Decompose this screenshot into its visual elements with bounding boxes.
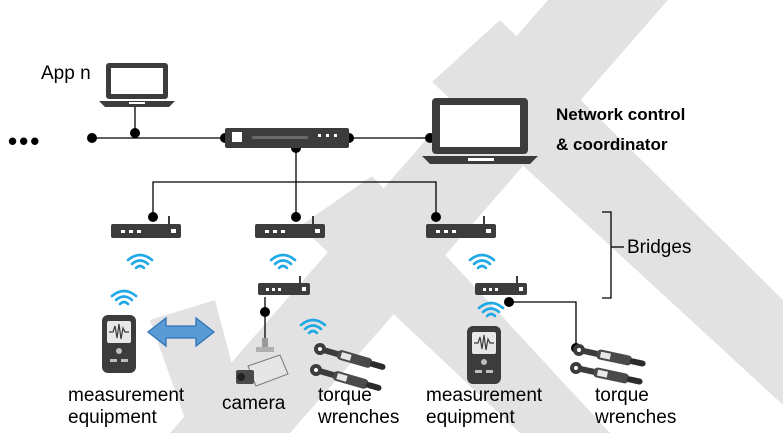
measurement-label: measurement <box>68 385 185 406</box>
watermark <box>150 0 783 433</box>
network-wiring <box>92 106 624 348</box>
bridge-icon <box>111 216 181 238</box>
wrenches-label: wrenches <box>595 407 677 428</box>
network-control-label: Network control <box>556 105 686 124</box>
measurement-label: measurement <box>426 385 543 406</box>
camera-icon <box>236 338 289 387</box>
meter-icon <box>466 325 502 385</box>
wrenches-label: wrenches <box>318 407 400 428</box>
equipment-label: equipment <box>426 407 515 428</box>
app-n-label: App n <box>41 63 91 84</box>
torque-label: torque <box>595 385 649 406</box>
app-n-laptop-icon <box>99 63 175 107</box>
torque-wrench-icon <box>571 342 647 371</box>
wifi-icon <box>126 253 154 270</box>
ellipsis-label: ••• <box>8 126 42 156</box>
double-arrow-icon <box>146 316 216 348</box>
coordinator-label: & coordinator <box>556 135 668 154</box>
small-bridge-icon <box>475 276 527 295</box>
wifi-icon <box>468 253 496 270</box>
wifi-icon <box>110 289 138 306</box>
wifi-icon <box>269 253 297 270</box>
equipment-label: equipment <box>68 407 157 428</box>
torque-label: torque <box>318 385 372 406</box>
meter-icon <box>101 314 137 374</box>
small-bridge-icon <box>258 276 310 295</box>
camera-label: camera <box>222 393 286 414</box>
switch-icon <box>225 128 349 148</box>
bridges-label: Bridges <box>627 237 692 258</box>
torque-wrench-icon <box>568 360 644 389</box>
